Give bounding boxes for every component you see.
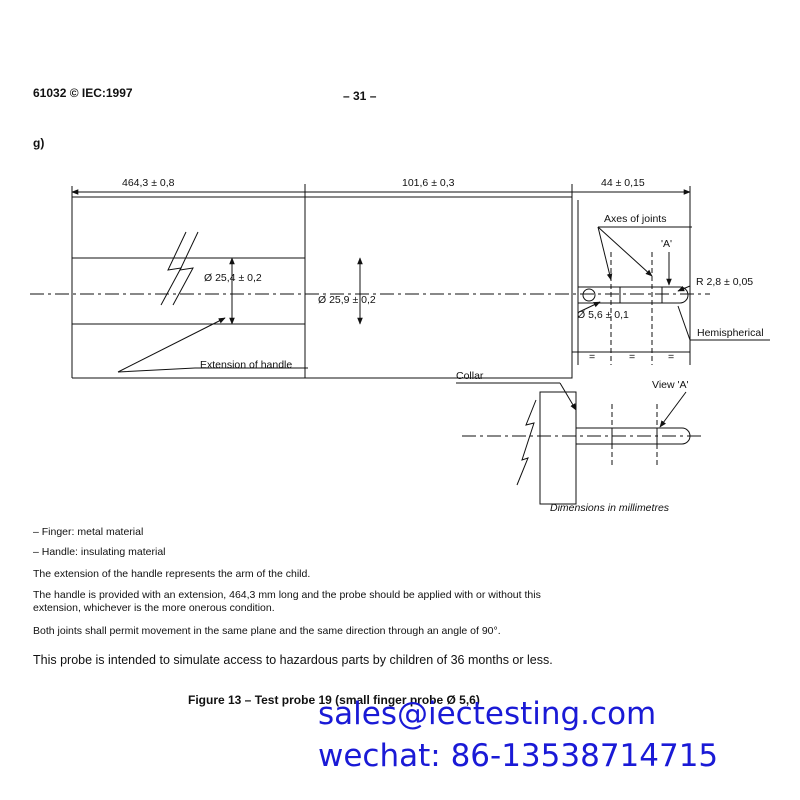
note-extension-purpose: The extension of the handle represents t… <box>33 568 311 580</box>
axes-leader-arrow <box>597 226 653 277</box>
collar-leader-arrow <box>559 382 577 411</box>
tip-radius: R 2,8 ± 0,05 <box>696 276 753 288</box>
collar-body <box>539 391 577 505</box>
standard-reference: 61032 © IEC:1997 <box>33 86 133 100</box>
note-handle: – Handle: insulating material <box>33 546 166 558</box>
dim-extension-length: 464,3 ± 0,8 <box>122 177 175 189</box>
page-number: – 31 – <box>343 89 377 103</box>
finger-diameter-leader <box>578 301 601 313</box>
break-mark <box>160 231 187 306</box>
note-finger: – Finger: metal material <box>33 526 144 538</box>
purpose-statement: This probe is intended to simulate acces… <box>33 653 553 667</box>
dia-handle: Ø 25,9 ± 0,2 <box>318 294 376 306</box>
finger-joint-circle <box>582 288 596 302</box>
watermark-email: sales@iectesting.com <box>318 696 657 732</box>
units-note: Dimensions in millimetres <box>550 502 670 514</box>
figure-item-label: g) <box>33 136 45 150</box>
label-hemispherical: Hemispherical <box>697 327 764 339</box>
radius-leader <box>677 285 691 292</box>
probe-drawing: 464,3 ± 0,8 101,6 ± 0,3 44 ± 0,15 Ø 25,4… <box>30 177 770 514</box>
dim-finger-length: 44 ± 0,15 <box>601 177 645 189</box>
label-view-a: View 'A' <box>652 379 689 391</box>
label-extension-of-handle: Extension of handle <box>200 359 292 371</box>
note-joints: Both joints shall permit movement in the… <box>33 625 501 637</box>
label-view-marker: 'A' <box>661 238 672 250</box>
axes-leader-arrow <box>597 226 613 281</box>
note-extension-line2: extension, whichever is the more onerous… <box>33 602 275 614</box>
dim-handle-length: 101,6 ± 0,3 <box>402 177 455 189</box>
segment-mark: = <box>589 351 595 363</box>
watermark-wechat: wechat: 86-13538714715 <box>318 738 719 774</box>
note-extension-line1: The handle is provided with an extension… <box>33 589 541 601</box>
hemispherical-leader <box>677 305 770 341</box>
extension-leader <box>117 367 308 373</box>
view-a-leader <box>659 391 687 428</box>
break-mark <box>172 231 199 306</box>
dia-finger: Ø 5,6 ± 0,1 <box>577 309 629 321</box>
handle-body <box>304 196 573 379</box>
segment-mark: = <box>668 351 674 363</box>
dia-extension: Ø 25,4 ± 0,2 <box>204 272 262 284</box>
collar-break-mark <box>516 399 537 486</box>
segment-mark: = <box>629 351 635 363</box>
label-collar: Collar <box>456 370 484 382</box>
figure-caption: Figure 13 – Test probe 19 (small finger … <box>188 693 480 707</box>
extension-leader-arrow <box>117 317 226 373</box>
label-axes-of-joints: Axes of joints <box>604 213 666 225</box>
